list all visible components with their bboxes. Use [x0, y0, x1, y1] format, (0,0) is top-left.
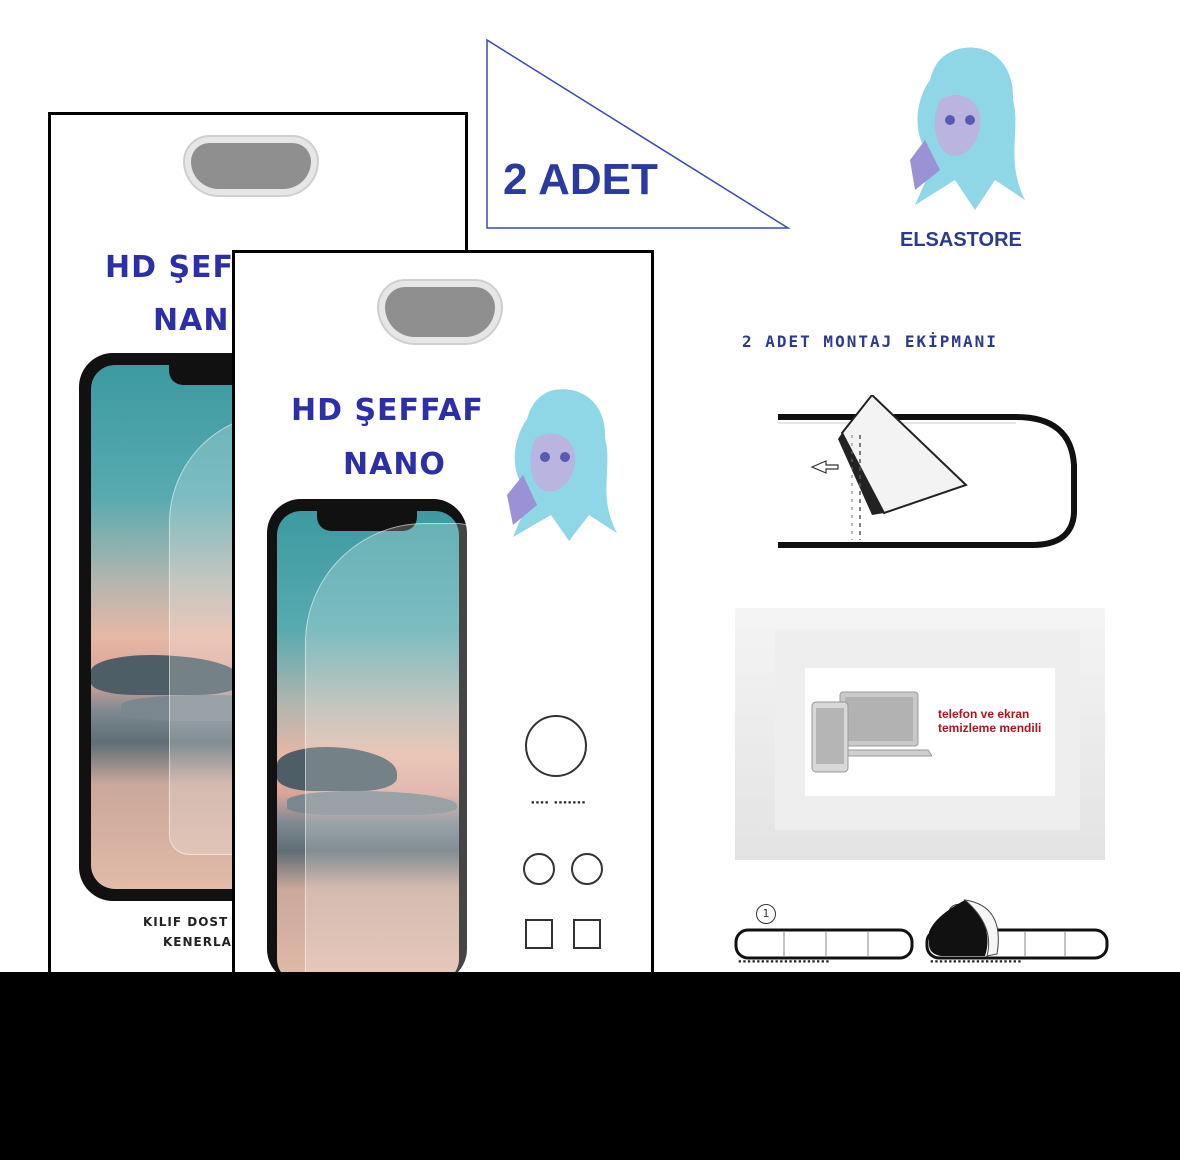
flexible-film-caption: ▪▪▪▪ ▪▪▪▪▪▪▪ — [531, 799, 587, 806]
step-1-illustration — [734, 928, 914, 960]
badge-triangle — [486, 38, 791, 229]
step-1-number: 1 — [756, 904, 776, 924]
step-2-caption: ▪▪▪▪▪▪▪▪▪▪▪▪▪▪▪▪▪▪▪▪ — [930, 958, 1023, 965]
front-package-card: HD ŞEFFAF NANO ▪▪▪▪ ▪▪▪▪▪▪▪ — [232, 250, 654, 980]
back-card-footer-line1: KILIF DOST — [143, 915, 229, 929]
wipe-text-line2: temizleme mendili — [938, 721, 1042, 735]
front-card-title-line2: NANO — [343, 447, 446, 482]
step-1-caption: ▪▪▪▪▪▪▪▪▪▪▪▪▪▪▪▪▪▪▪▪ — [738, 958, 831, 965]
montaj-illustration — [778, 395, 1077, 548]
touch-icon — [525, 919, 553, 949]
montaj-heading: 2 ADET MONTAJ EKİPMANI — [742, 332, 998, 351]
front-card-title-line1: HD ŞEFFAF — [291, 393, 484, 428]
front-card-film — [305, 523, 487, 977]
bottom-black-band — [0, 972, 1180, 1160]
soft-icon — [523, 853, 555, 885]
flexible-film-icon — [525, 715, 587, 777]
wipe-text-line1: telefon ve ekran — [938, 707, 1030, 721]
back-card-title-line1: HD ŞEF — [105, 250, 235, 285]
hanger-slot — [191, 143, 311, 189]
brand-name: ELSASTORE — [900, 229, 1022, 251]
step-2-illustration — [925, 899, 1109, 960]
back-card-footer-line2: KENERLA — [163, 935, 232, 949]
fingerprint-icon — [571, 853, 603, 885]
back-card-title-line2: NAN — [153, 303, 230, 338]
hanger-slot — [385, 287, 495, 337]
hammer-icon — [573, 919, 601, 949]
devices-icon — [811, 691, 932, 773]
badge-text: 2 ADET — [503, 155, 658, 204]
brand-logo-icon — [895, 40, 1035, 210]
front-card-logo-icon — [495, 383, 625, 543]
